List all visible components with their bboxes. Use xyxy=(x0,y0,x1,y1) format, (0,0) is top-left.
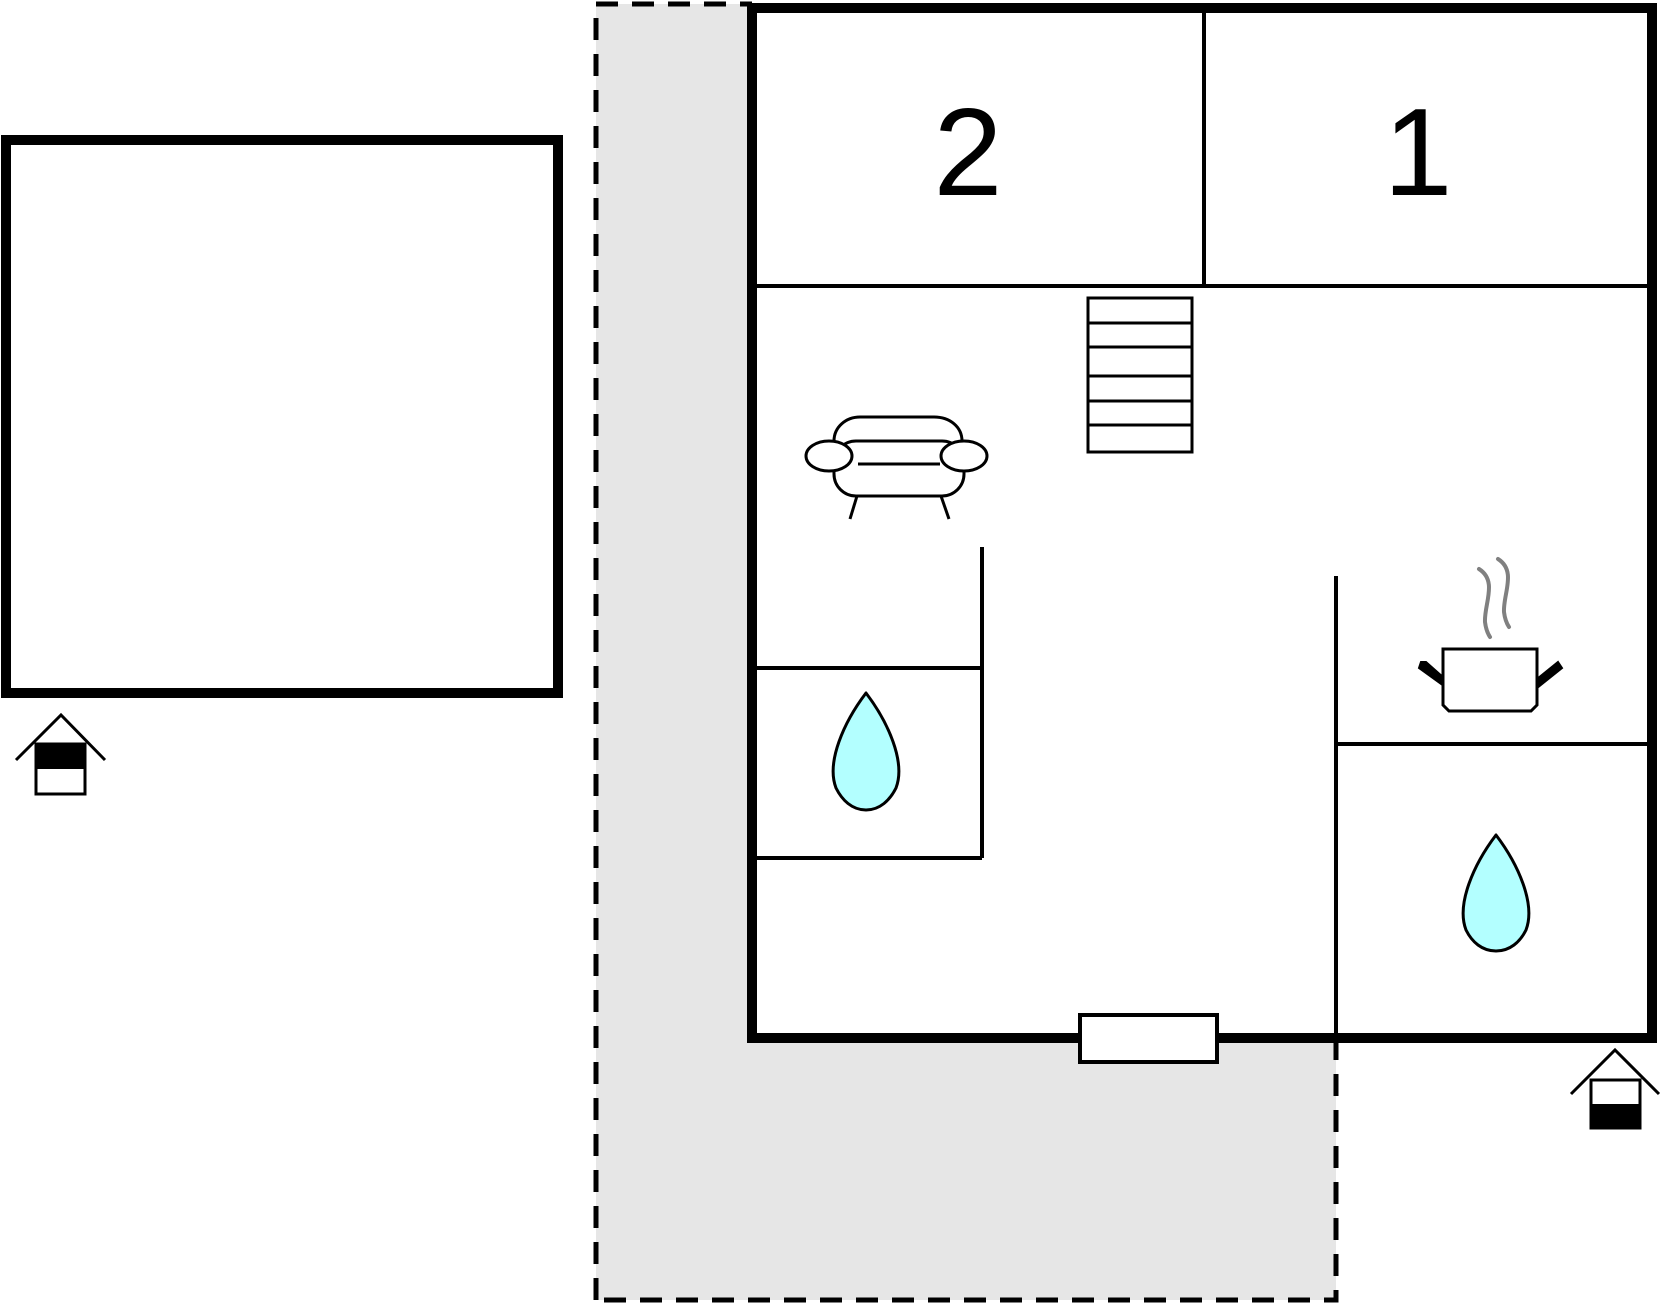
outbuilding xyxy=(1,135,563,698)
steam-icon xyxy=(1477,557,1511,639)
bathroom-water-drop-icon xyxy=(831,691,901,812)
terrace-dashed-border xyxy=(593,1,1339,1303)
staircase-icon xyxy=(1086,296,1194,454)
window-icon xyxy=(1078,1013,1219,1064)
room-number-2: 2 xyxy=(934,84,1003,222)
sofa-icon xyxy=(804,415,989,520)
room-number-1: 1 xyxy=(1384,84,1453,222)
interior-walls xyxy=(752,8,1652,1038)
entrance-house-icon xyxy=(1569,1047,1661,1130)
kitchen-pot-icon xyxy=(1417,647,1564,713)
entrance-house-icon xyxy=(14,712,107,796)
bathroom-water-drop-icon xyxy=(1461,833,1531,953)
